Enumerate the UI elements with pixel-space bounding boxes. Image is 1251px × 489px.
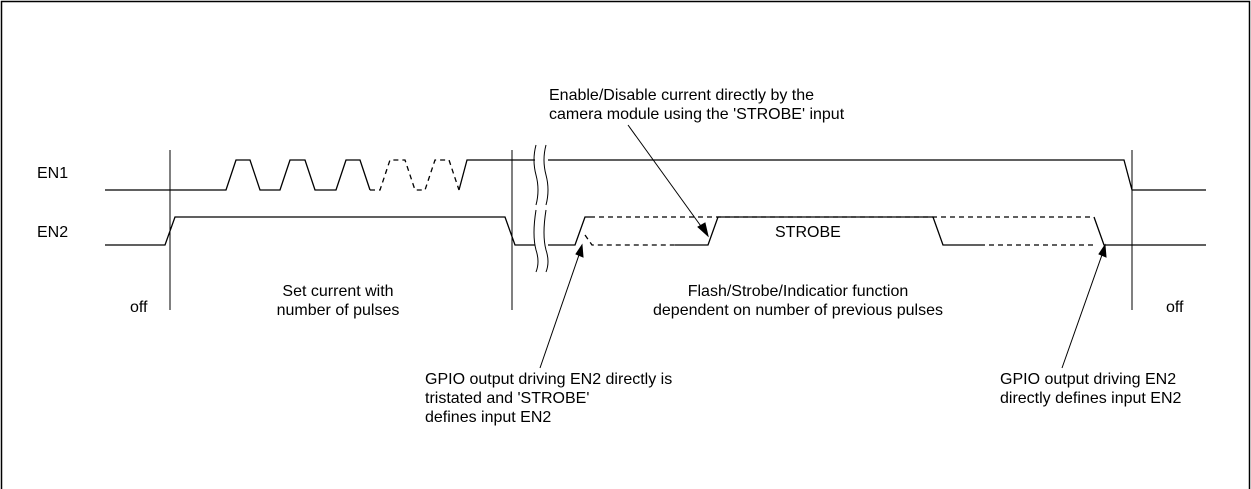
en2-label: EN2 [37,224,69,241]
en1-dashed-pulses [370,159,460,191]
en2-strobe-pulse [675,216,980,246]
en1-high [458,159,535,191]
set-current-label: Set current with number of pulses [276,283,400,319]
off-left-label: off [130,299,148,316]
pointer-gpio-tristated [539,251,581,369]
enable-disable-annotation: Enable/Disable current directly by the c… [549,87,845,123]
en2-set-pulse [105,216,535,246]
en1-waveform [105,159,1206,191]
pointer-gpio-direct [1061,251,1104,369]
pointer-enable-disable-arrow [697,222,709,238]
strobe-label: STROBE [775,224,841,241]
en1-label: EN1 [37,165,69,182]
pointer-enable-disable [627,124,704,230]
en1-low-start [105,159,371,191]
en2-waveform [105,216,1206,246]
pointer-lines [539,124,1107,369]
pointer-gpio-direct-arrow [1098,243,1107,258]
en1-high-after-break [548,159,1206,191]
en2-low-after-break [548,216,590,246]
function-label: Flash/Strobe/Indicatior function depende… [653,283,943,319]
en2-tail [1093,216,1206,246]
time-break-marks [533,144,549,273]
off-right-label: off [1166,299,1184,316]
gpio-tristated-annotation: GPIO output driving EN2 directly is tris… [425,371,673,426]
en2-strobe-low-dashed [584,234,675,246]
gpio-direct-annotation: GPIO output driving EN2 directly defines… [1000,371,1182,407]
pointer-gpio-tristated-arrow [575,243,584,258]
